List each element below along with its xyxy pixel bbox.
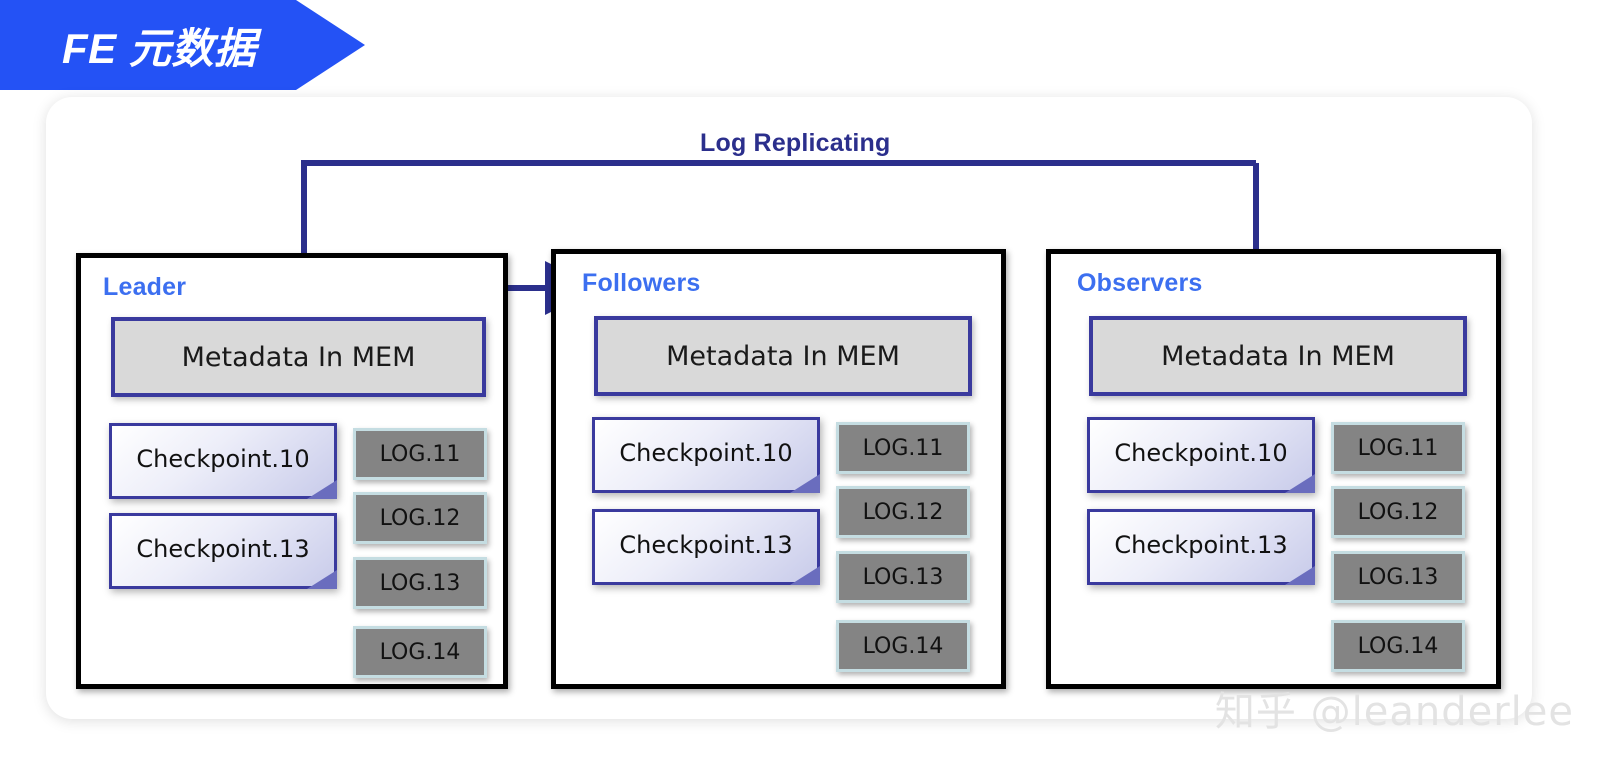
title-banner: FE 元数据: [0, 0, 365, 90]
log-entry: LOG.13: [836, 551, 970, 603]
watermark: 知乎 @leanderlee: [1214, 689, 1574, 735]
node-panel-leader: Leader Metadata In MEM Checkpoint.10 Che…: [76, 253, 508, 689]
panel-title-followers: Followers: [582, 269, 701, 297]
checkpoint-shape: [109, 513, 337, 589]
log-entry: LOG.14: [1331, 620, 1465, 672]
checkpoint-label: Checkpoint.13: [1114, 531, 1288, 559]
metadata-box-leader: Metadata In MEM: [111, 317, 486, 397]
log-entry: LOG.12: [836, 486, 970, 538]
checkpoint-label: Checkpoint.10: [1114, 439, 1288, 467]
log-entry: LOG.12: [353, 492, 487, 544]
log-entry: LOG.13: [1331, 551, 1465, 603]
checkpoint-card: Checkpoint.13: [1087, 509, 1315, 585]
checkpoint-card: Checkpoint.13: [109, 513, 337, 589]
checkpoint-card: Checkpoint.10: [109, 423, 337, 499]
log-entry: LOG.11: [353, 428, 487, 480]
metadata-box-observers: Metadata In MEM: [1089, 316, 1467, 396]
page-title: FE 元数据: [62, 24, 257, 72]
checkpoint-label: Checkpoint.10: [619, 439, 793, 467]
log-entry: LOG.12: [1331, 486, 1465, 538]
checkpoint-label: Checkpoint.13: [136, 535, 310, 563]
checkpoint-label: Checkpoint.13: [619, 531, 793, 559]
checkpoint-card: Checkpoint.13: [592, 509, 820, 585]
checkpoint-shape: [109, 423, 337, 499]
metadata-box-followers: Metadata In MEM: [594, 316, 972, 396]
checkpoint-shape: [1087, 509, 1315, 585]
checkpoint-shape: [592, 417, 820, 493]
log-entry: LOG.13: [353, 557, 487, 609]
checkpoint-label: Checkpoint.10: [136, 445, 310, 473]
checkpoint-shape: [1087, 417, 1315, 493]
log-entry: LOG.14: [836, 620, 970, 672]
log-entry: LOG.14: [353, 626, 487, 678]
node-panel-observers: Observers Metadata In MEM Checkpoint.10 …: [1046, 249, 1501, 689]
log-replicating-label: Log Replicating: [700, 129, 891, 157]
checkpoint-card: Checkpoint.10: [1087, 417, 1315, 493]
checkpoint-card: Checkpoint.10: [592, 417, 820, 493]
panel-title-observers: Observers: [1077, 269, 1203, 297]
node-panel-followers: Followers Metadata In MEM Checkpoint.10 …: [551, 249, 1006, 689]
checkpoint-shape: [592, 509, 820, 585]
panel-title-leader: Leader: [103, 273, 187, 301]
log-entry: LOG.11: [836, 422, 970, 474]
log-entry: LOG.11: [1331, 422, 1465, 474]
